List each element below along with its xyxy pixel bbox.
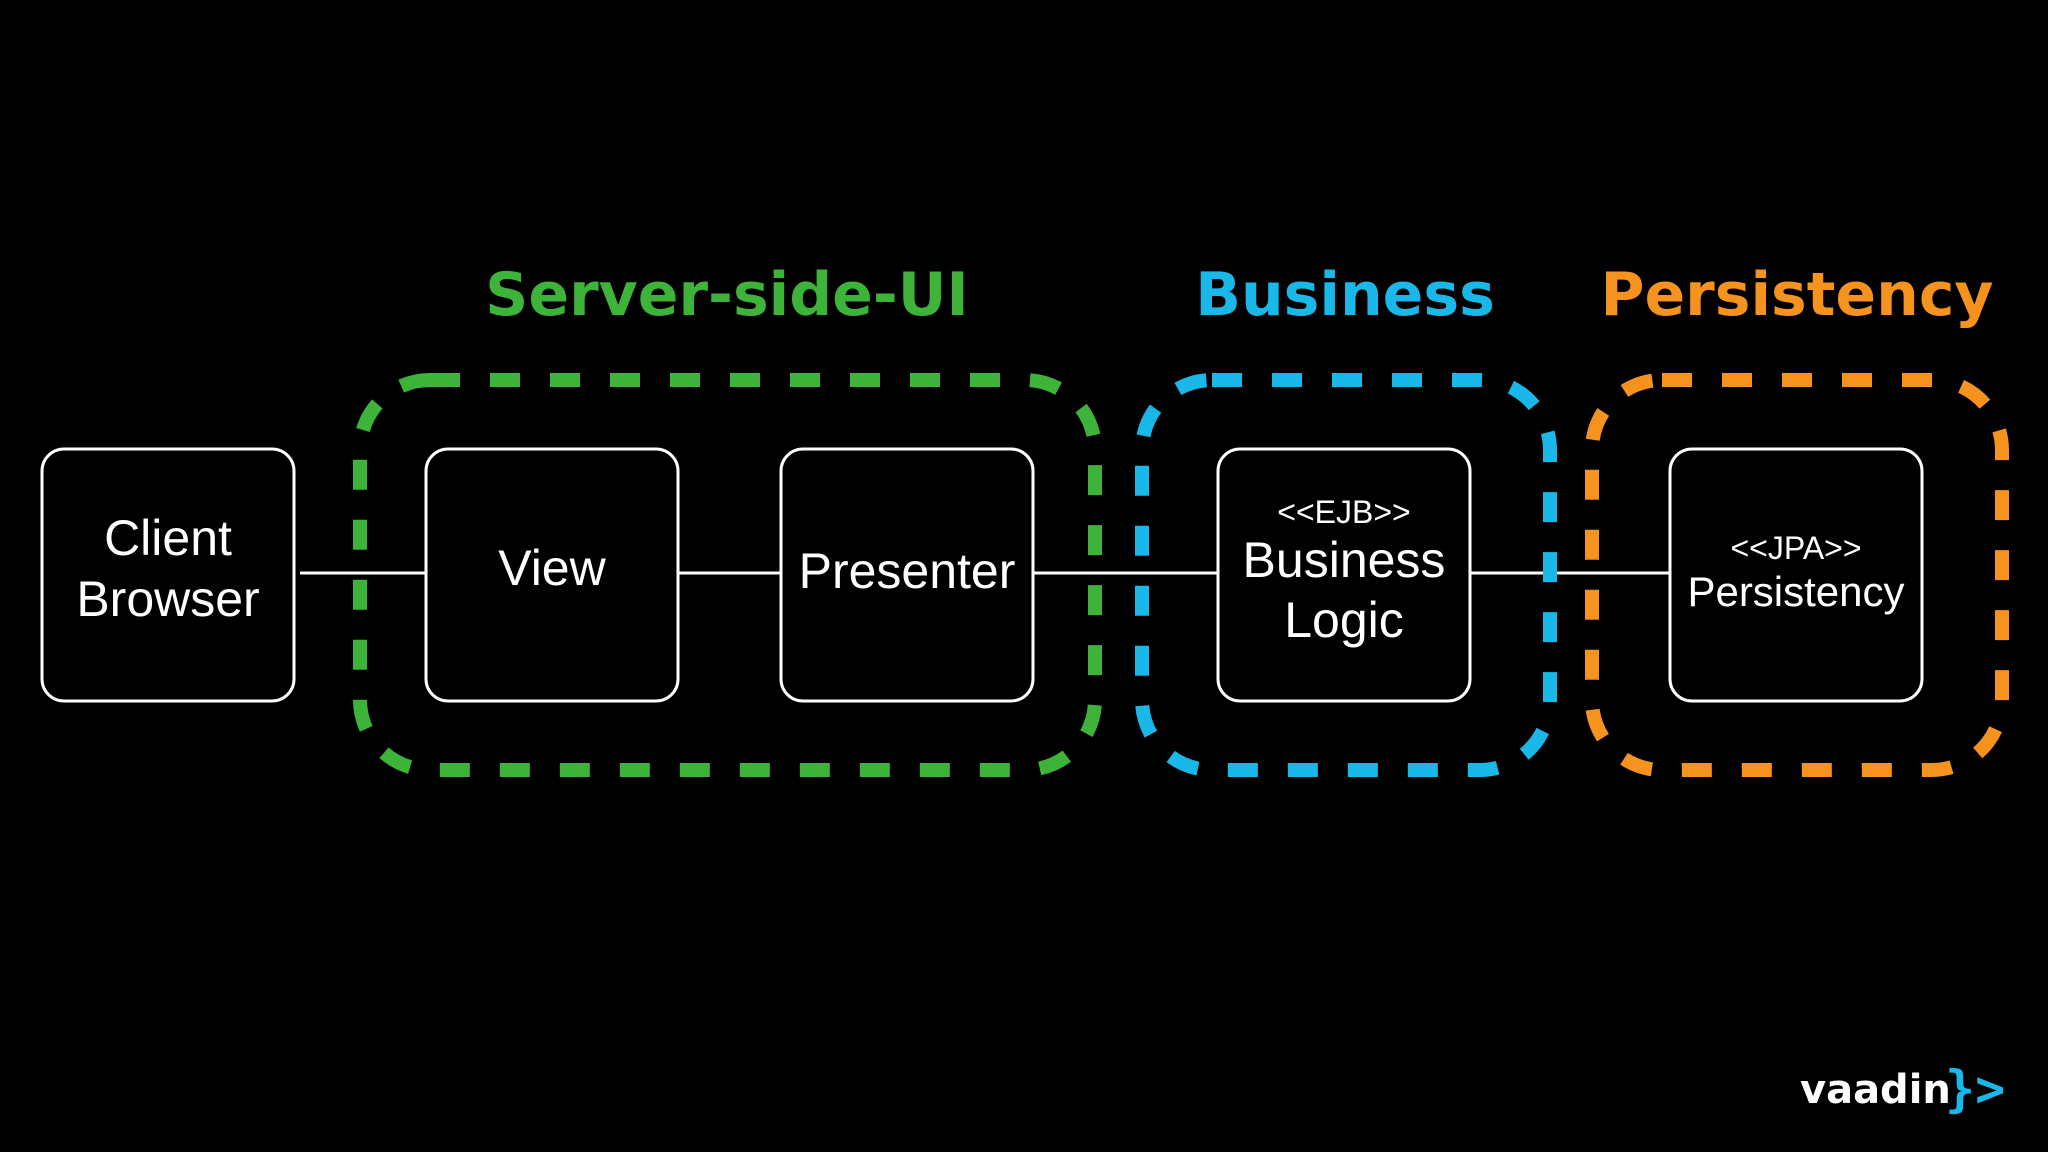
presenter-box <box>779 447 1035 703</box>
persistency-group-outline <box>1585 373 2009 777</box>
vaadin-logo-text: vaadin <box>1800 1067 1951 1113</box>
view-box <box>424 447 680 703</box>
view-label: View <box>498 540 606 596</box>
business-logic-box <box>1216 447 1472 703</box>
presenter-label: Presenter <box>799 543 1016 599</box>
business-title: Business <box>1195 260 1495 330</box>
persistency-box <box>1668 447 1924 703</box>
business-logic-label-line1: Business <box>1243 532 1446 588</box>
client-browser-label-line1: Client <box>104 510 232 566</box>
business-group-outline <box>1135 373 1557 777</box>
client-browser-label-line2: Browser <box>76 571 259 627</box>
persistency-label: Persistency <box>1687 568 1904 615</box>
business-logic-label-line2: Logic <box>1284 592 1404 648</box>
server-side-ui-title: Server-side-UI <box>485 260 969 330</box>
persistency-title: Persistency <box>1600 260 1993 330</box>
business-logic-stereotype: <<EJB>> <box>1277 494 1410 530</box>
persistency-stereotype: <<JPA>> <box>1730 530 1861 566</box>
client-browser-box <box>40 447 296 703</box>
vaadin-logo-mark: }> <box>1945 1060 2005 1118</box>
